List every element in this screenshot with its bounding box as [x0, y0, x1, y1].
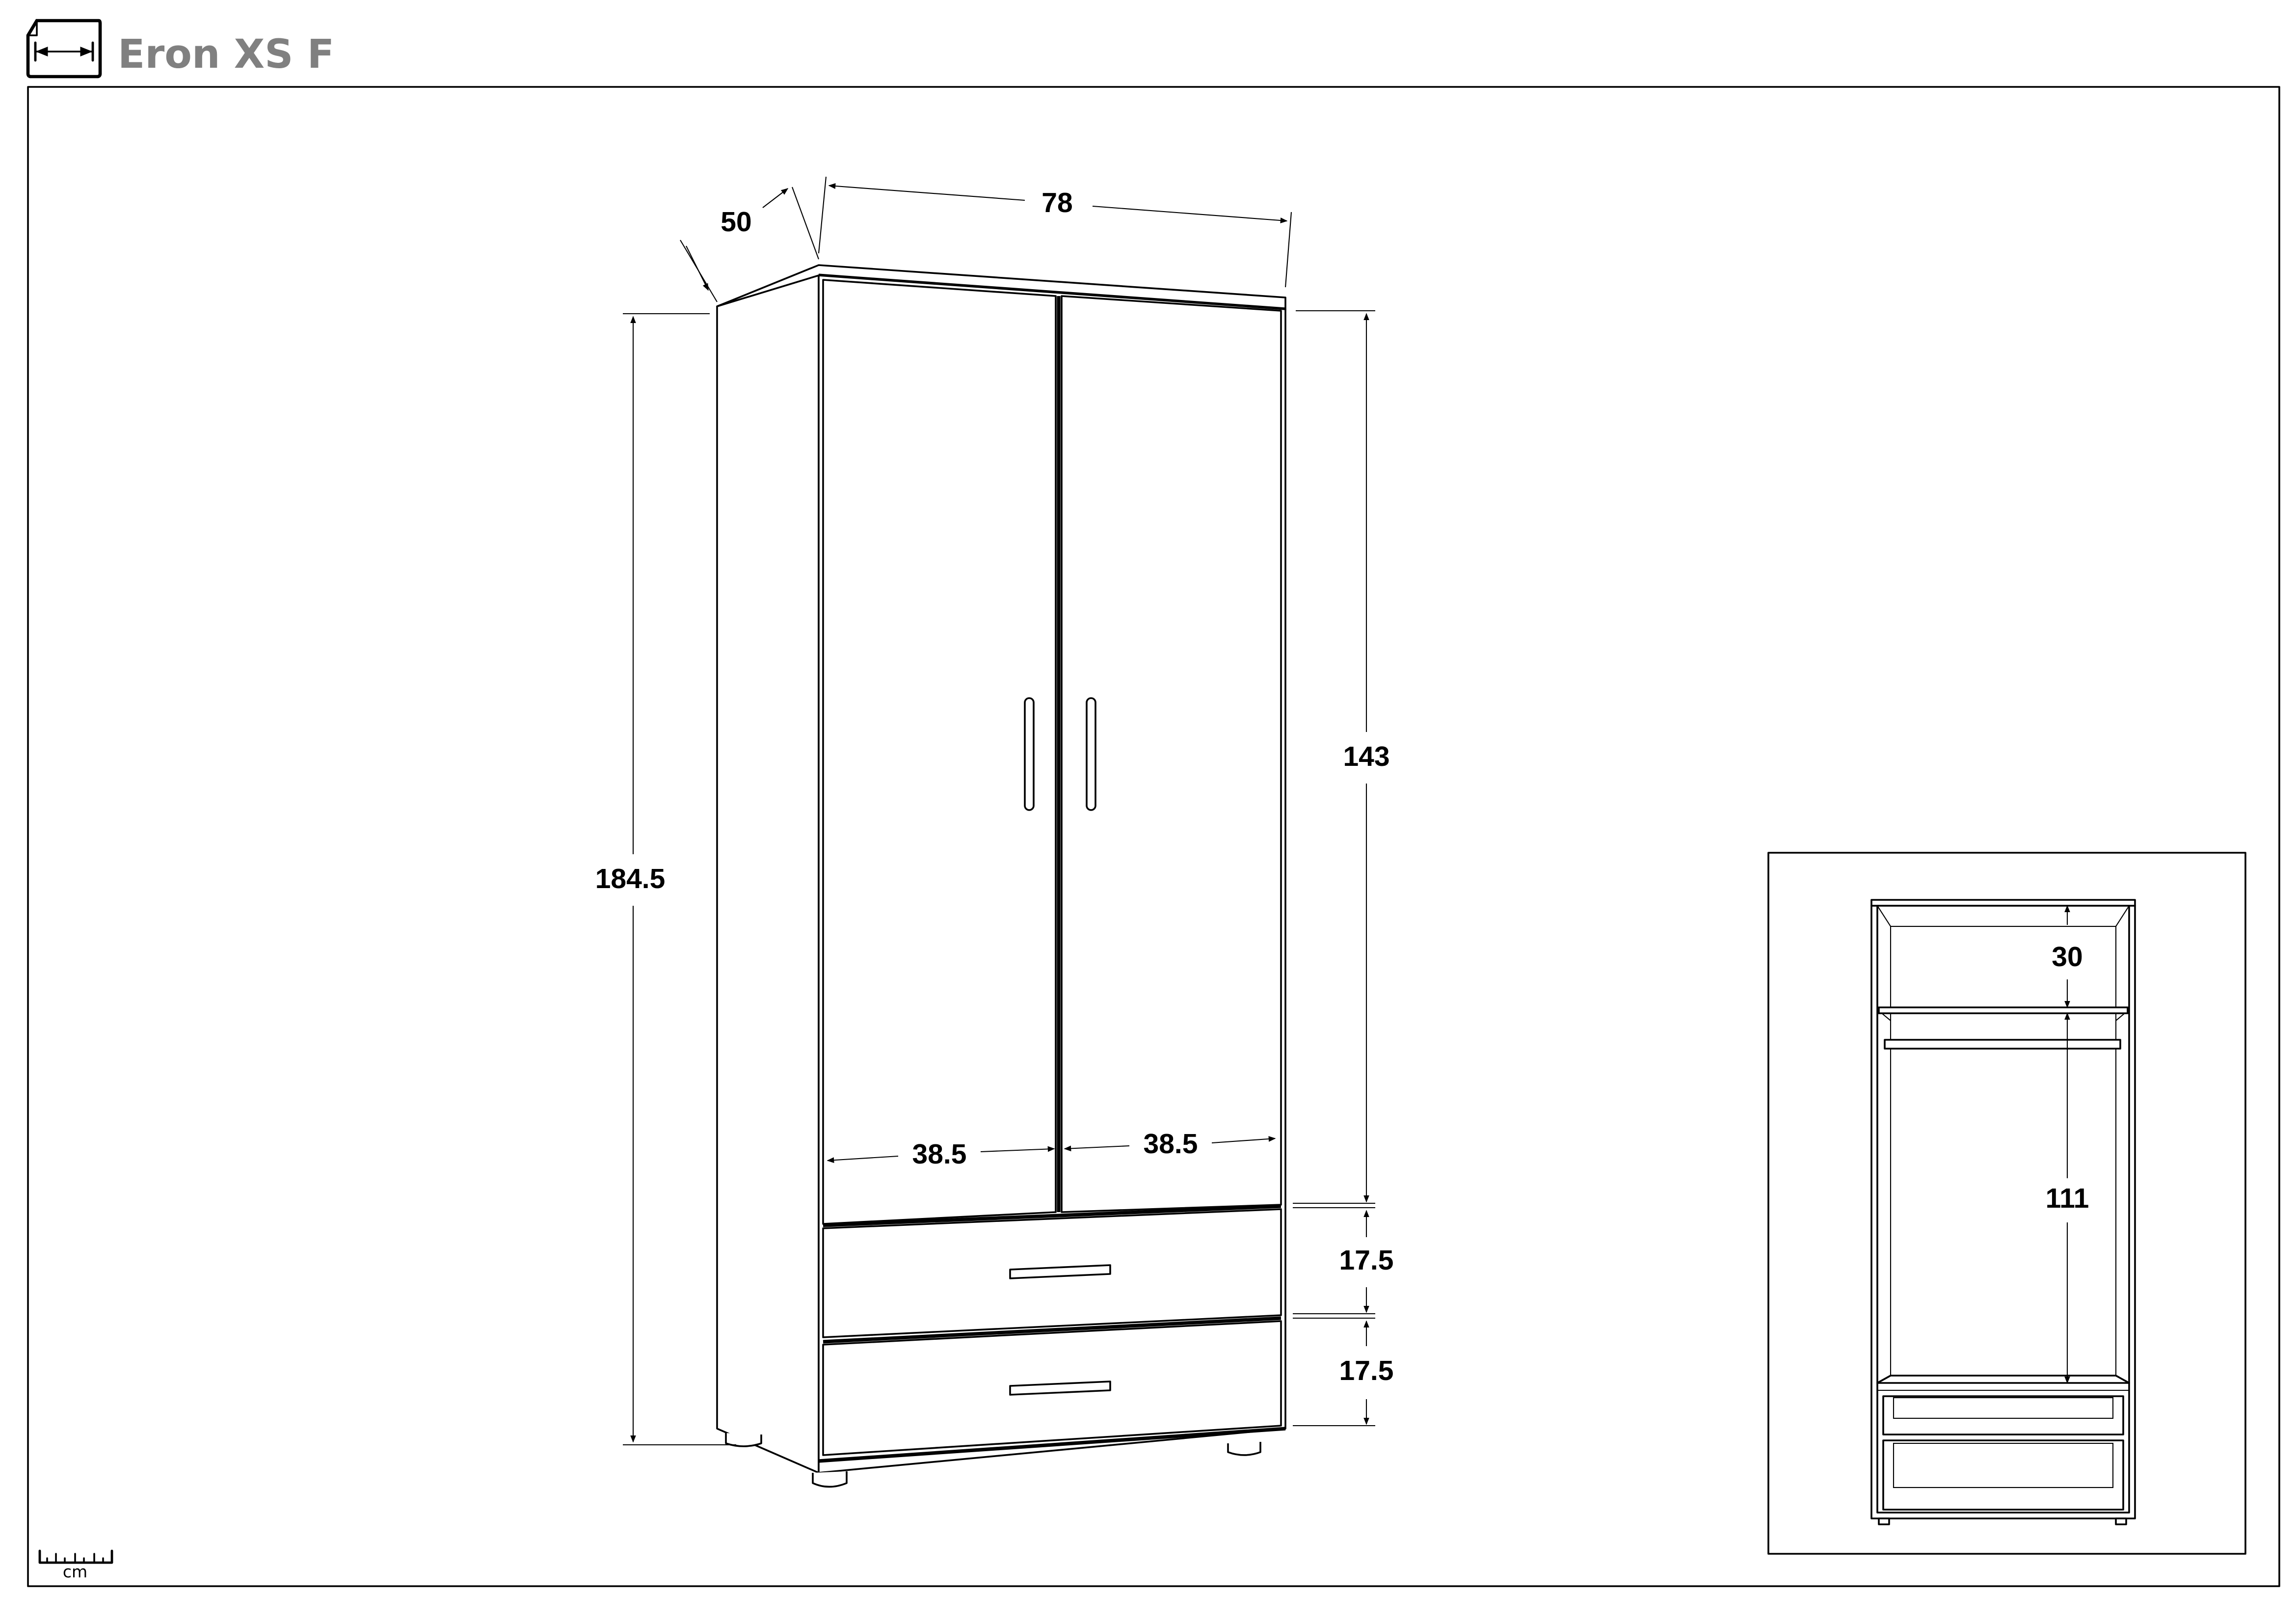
ruler-icon — [38, 1549, 113, 1564]
units-label: cm — [63, 1562, 87, 1581]
drawer-top-height-label: 17.5 — [1339, 1245, 1394, 1276]
wardrobe-interior-drawing — [1870, 899, 2136, 1525]
drawer-bottom-height-label: 17.5 — [1339, 1355, 1394, 1386]
door-width-left-label: 38.5 — [912, 1138, 967, 1170]
interior-drawer — [1882, 1439, 2124, 1511]
page-title: Eron XS F — [118, 31, 334, 78]
hanging-space-label: 111 — [2046, 1183, 2089, 1214]
wardrobe-perspective-drawing — [716, 264, 1286, 1488]
dimension-icon — [26, 19, 102, 79]
door-width-right-label: 38.5 — [1144, 1128, 1198, 1160]
main-frame — [27, 86, 2280, 1587]
door-handle-right — [1086, 697, 1096, 811]
height-label: 184.5 — [595, 863, 666, 894]
door-height-label: 143 — [1343, 741, 1389, 772]
interior-drawer — [1882, 1395, 2124, 1435]
shelf — [1878, 1006, 2129, 1014]
foot — [812, 1471, 848, 1488]
door-handle-left — [1024, 697, 1035, 811]
hanging-rail — [1884, 1039, 2121, 1050]
foot — [1227, 1441, 1261, 1456]
drawer-handle-top — [1009, 1264, 1111, 1279]
interior-view-frame — [1767, 852, 2246, 1555]
left-door — [822, 279, 1057, 1225]
side-panel — [716, 267, 820, 1474]
drawer-handle-bottom — [1009, 1380, 1111, 1396]
top-compartment-label: 30 — [2052, 941, 2082, 973]
foot — [725, 1433, 762, 1447]
depth-label: 50 — [721, 206, 751, 238]
dimension-lines — [623, 176, 1376, 1446]
right-door — [1061, 295, 1282, 1213]
width-label: 78 — [1041, 187, 1072, 218]
